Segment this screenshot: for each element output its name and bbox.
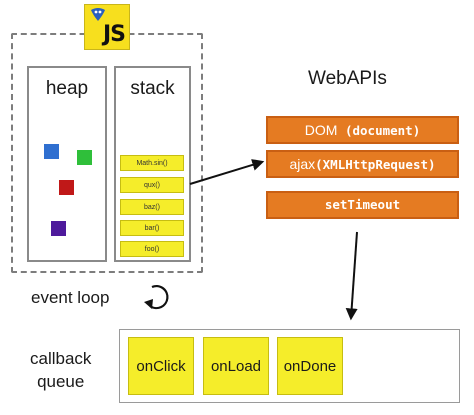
webapi-settimeout: setTimeout [266, 191, 459, 219]
stack-frame: baz() [120, 199, 184, 215]
webapi-ajax: ajax(XMLHttpRequest) [266, 150, 459, 178]
event-loop-cycle-icon [144, 285, 169, 310]
heap-pane: heap [27, 66, 107, 262]
callback-queue-label-line1: callback [30, 349, 92, 368]
heap-title: heap [45, 78, 89, 99]
stack-to-webapi-arrow [189, 159, 265, 185]
stack-frame: bar() [120, 220, 184, 236]
webapis-title: WebAPIs [308, 68, 387, 89]
webapi-dom: DOM (document) [266, 116, 459, 144]
heap-object-red [59, 180, 74, 195]
heap-object-green [77, 150, 92, 165]
webapi-label: ajax [289, 156, 316, 172]
stack-title: stack [130, 78, 175, 99]
callback-queue-label-line2: queue [37, 372, 85, 391]
stack-frame: qux() [120, 177, 184, 193]
webapi-to-queue-arrow [345, 231, 358, 321]
heap-object-blue [44, 144, 59, 159]
event-loop-label: event loop [31, 288, 110, 307]
rhino-mascot-icon [91, 8, 105, 21]
js-logo-text: JS [102, 22, 126, 47]
js-logo: JS [84, 4, 130, 50]
heap-object-purple [51, 221, 66, 236]
stack-frame: foo() [120, 241, 184, 257]
webapi-arg: (XMLHttpRequest) [315, 157, 436, 172]
webapi-label: setTimeout [324, 197, 401, 212]
callback-onclick: onClick [128, 337, 194, 395]
webapi-label: DOM [304, 122, 338, 138]
callback-onload: onLoad [203, 337, 269, 395]
stack-frame: Math.sin() [120, 155, 184, 171]
callback-queue-label: callback queue [30, 347, 91, 393]
webapi-arg: (document) [344, 123, 421, 138]
callback-ondone: onDone [277, 337, 343, 395]
